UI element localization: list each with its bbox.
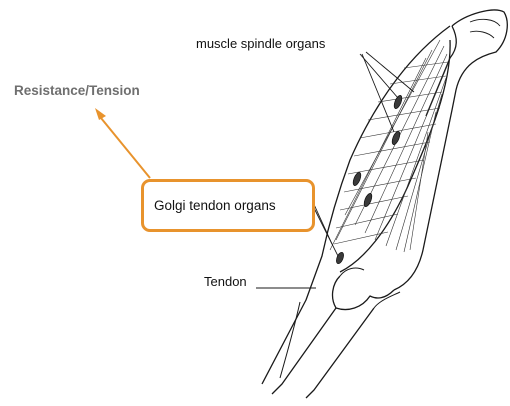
- golgi-label: Golgi tendon organs: [154, 198, 276, 213]
- bone-lower: [272, 268, 400, 398]
- bone-upper: [394, 10, 507, 290]
- tendon-label: Tendon: [204, 274, 247, 289]
- muscle-fibers: [330, 40, 448, 252]
- resistance-arrow: [95, 108, 150, 178]
- resistance-label: Resistance/Tension: [14, 83, 140, 98]
- spindle-label: muscle spindle organs: [196, 36, 325, 51]
